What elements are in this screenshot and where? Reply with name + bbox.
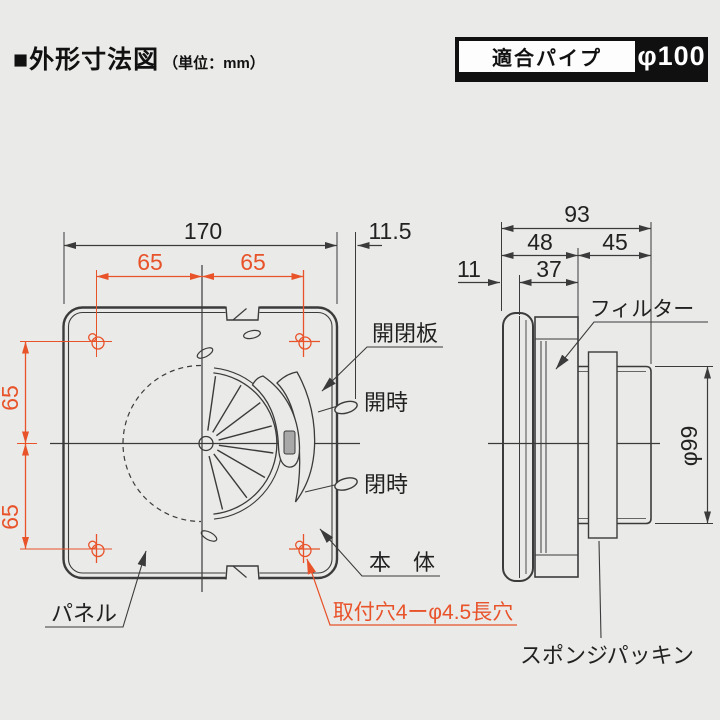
- shutter-fan: [196, 329, 283, 542]
- front-dimensions-orange: 65 65 65 65: [0, 249, 304, 550]
- leader-body: [319, 528, 440, 577]
- dim-37: 37: [536, 256, 562, 282]
- panel-inner-outline: [67, 311, 333, 574]
- label-filter: フィルター: [590, 298, 695, 321]
- notch-mask-bottom: [225, 564, 260, 582]
- label-panel: パネル: [51, 601, 117, 626]
- shutter-plate: [251, 371, 342, 503]
- label-open: 開時: [364, 390, 408, 415]
- label-body: 本 体: [369, 550, 435, 575]
- notch-mask-top: [225, 304, 260, 322]
- leader-filter: [555, 321, 708, 370]
- pipe-profile: [578, 365, 652, 525]
- filter-profile: [540, 341, 547, 553]
- dim-93: 93: [564, 201, 590, 227]
- body-profile: [534, 316, 579, 578]
- labels: 開閉板 開時 閉時 本 体 パネル 取付穴4ーφ4.5長穴 フィルター スポンジ…: [45, 298, 708, 668]
- leader-mount-holes: [306, 558, 517, 626]
- badge-label: 適合パイプ: [459, 41, 635, 72]
- front-dimensions-black: 170 11.5: [63, 218, 412, 399]
- fan-tab-top: [196, 347, 214, 359]
- dim-11-5: 11.5: [368, 218, 411, 244]
- dim-65-h1: 65: [137, 249, 163, 275]
- lever-open-knob: [334, 400, 358, 415]
- sponge-packing: [587, 351, 618, 539]
- dim-11: 11: [457, 256, 481, 282]
- frame-tab-top: [243, 329, 261, 340]
- front-view: [50, 265, 360, 592]
- fan-hub: [198, 435, 214, 452]
- dim-65-h2: 65: [240, 249, 266, 275]
- badge-value: φ100: [637, 41, 706, 71]
- dim-65-v1: 65: [0, 385, 23, 411]
- leader-panel: [45, 550, 147, 628]
- link-closed: [304, 483, 340, 493]
- drawing-title: ■外形寸法図 （単位：mm）: [13, 40, 265, 76]
- dim-170: 170: [184, 218, 222, 244]
- label-mount-holes: 取付穴4ーφ4.5長穴: [333, 601, 514, 624]
- label-closed: 閉時: [364, 472, 408, 497]
- label-sponge: スポンジパッキン: [520, 643, 694, 668]
- label-shutter-plate: 開閉板: [372, 321, 438, 346]
- pipe-compatibility-badge: 適合パイプ φ100: [455, 37, 708, 82]
- panel-profile: [502, 312, 534, 582]
- panel-notches: [225, 304, 260, 582]
- side-dimensions: 93 48 45 37 11 φ99: [457, 201, 713, 524]
- panel-outline: [62, 306, 339, 580]
- dim-45: 45: [602, 229, 628, 255]
- lever-closed-knob: [334, 477, 358, 491]
- dim-48: 48: [527, 229, 553, 255]
- notch-top-slash: [232, 308, 247, 321]
- title-unit: （単位：mm）: [163, 55, 265, 72]
- shutter-clip: [283, 430, 296, 455]
- dim-65-v2: 65: [0, 504, 23, 530]
- hole-bottom-right: [295, 540, 312, 558]
- fan-spokes: [207, 376, 274, 510]
- leader-sponge: [598, 540, 602, 639]
- notch-bottom: [225, 565, 260, 580]
- hole-top-right: [295, 333, 312, 350]
- notch-top: [225, 306, 260, 321]
- notch-bottom-slash: [232, 565, 247, 578]
- shutter-scroll: [276, 371, 316, 503]
- leader-shutter-plate: [321, 346, 443, 392]
- fan-rim-outer: [213, 372, 278, 515]
- pipe-hole-dashed-circle: [122, 364, 202, 523]
- side-view: [488, 312, 660, 582]
- title-text: ■外形寸法図: [13, 46, 160, 74]
- dim-phi99: φ99: [676, 426, 702, 467]
- fan-tab-bottom: [200, 530, 218, 542]
